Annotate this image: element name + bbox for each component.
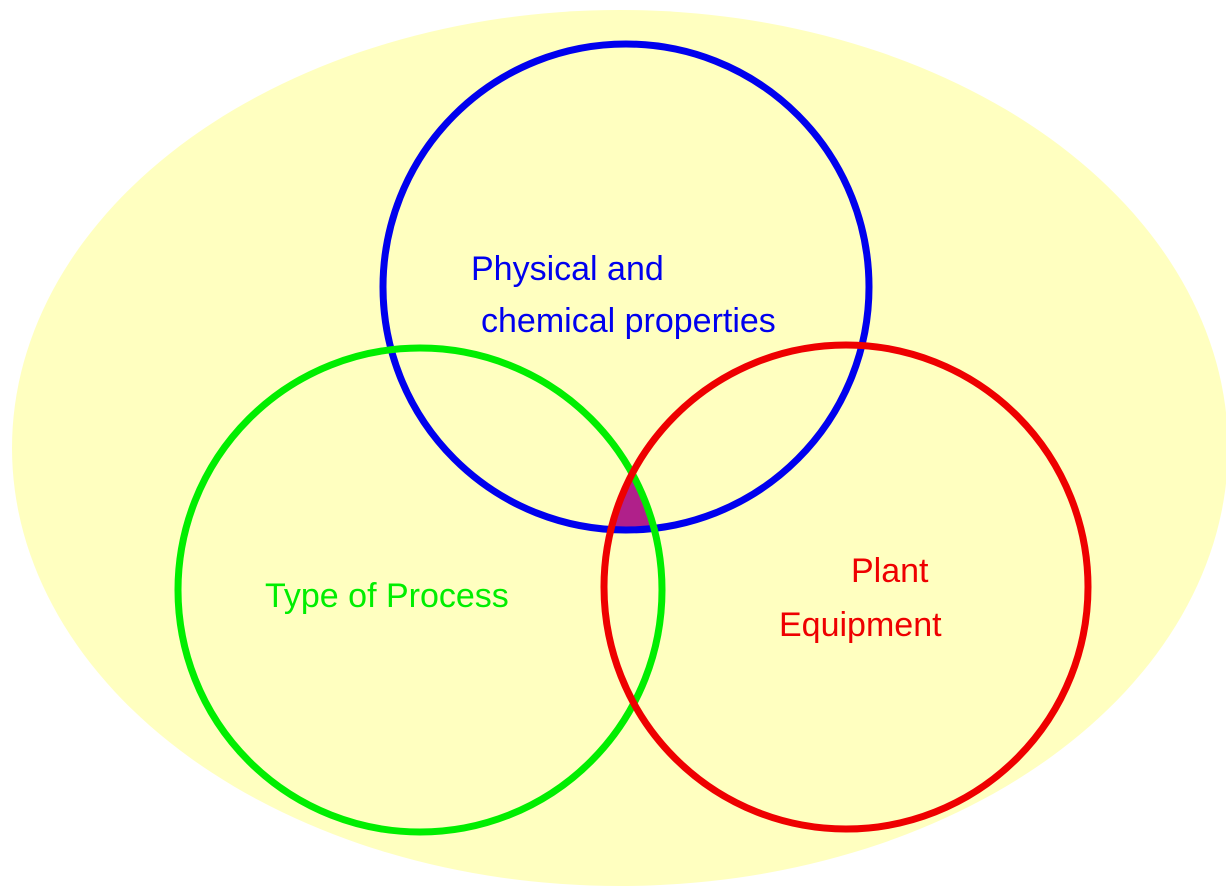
plant-equipment-label-line-1: Plant: [851, 552, 929, 590]
type-of-process-label: Type of Process: [265, 577, 509, 615]
plant-equipment-label-line-2: Equipment: [779, 606, 942, 644]
type-of-process-circle: [174, 344, 666, 836]
type-of-process-label-line-1: Type of Process: [265, 577, 509, 615]
plant-equipment-circle: [600, 341, 1092, 833]
physical-chemical-circle: [379, 40, 873, 534]
physical-chemical-label: Physical and chemical properties: [471, 250, 776, 340]
physical-chemical-label-line-1: Physical and: [471, 250, 664, 288]
plant-equipment-label: Plant Equipment: [779, 552, 942, 644]
physical-chemical-label-line-2: chemical properties: [481, 302, 776, 340]
